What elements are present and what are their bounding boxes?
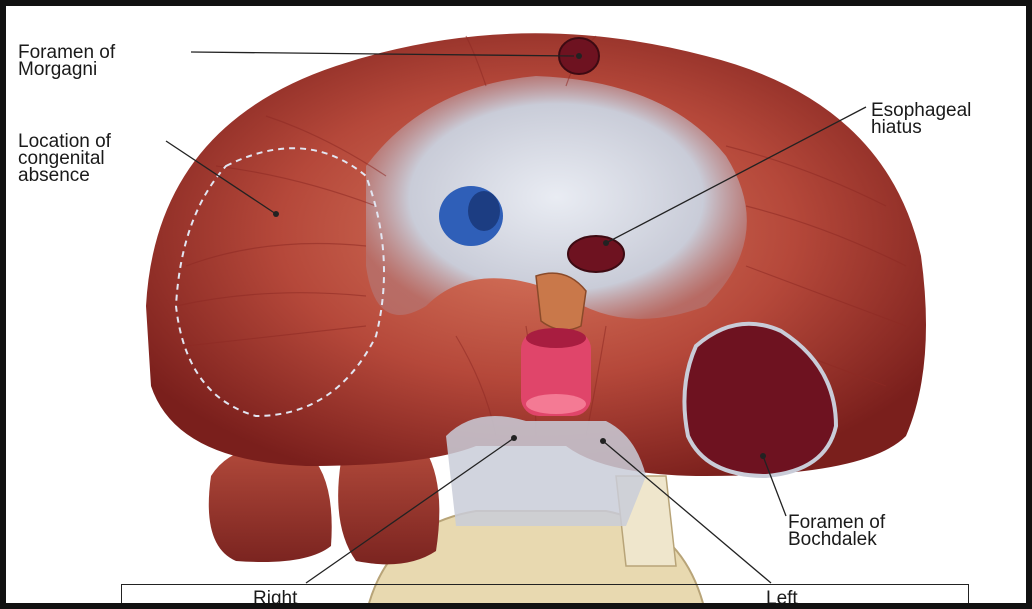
label-foramen-morgagni: Foramen of Morgagni: [18, 44, 115, 78]
crura: [446, 416, 646, 526]
esophageal-hiatus: [568, 236, 624, 272]
label-foramen-bochdalek: Foramen of Bochdalek: [788, 514, 885, 548]
vena-cava: [439, 186, 503, 246]
label-esophageal-hiatus: Esophageal hiatus: [871, 102, 971, 136]
bottom-box-outline: [121, 584, 969, 609]
aorta: [521, 328, 591, 416]
label-congenital-absence: Location of congenital absence: [18, 133, 111, 184]
